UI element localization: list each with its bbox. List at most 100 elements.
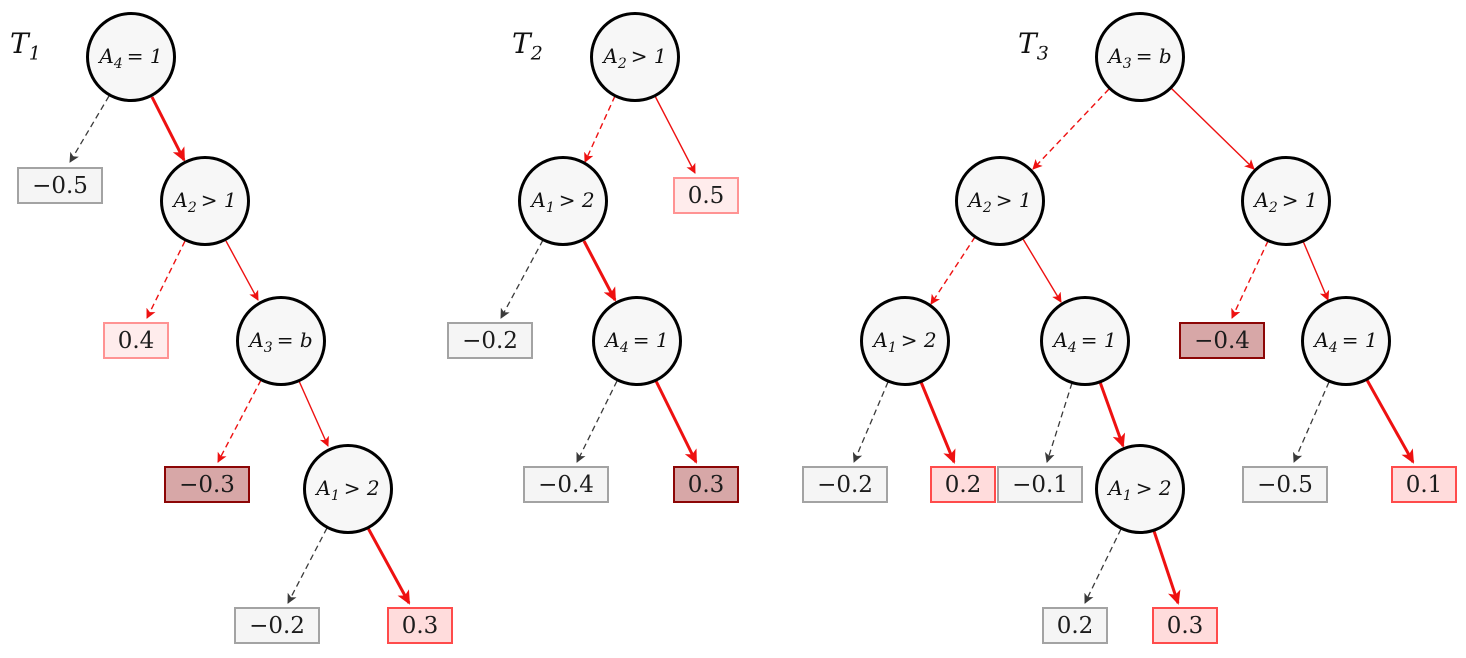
tree-label-text: T xyxy=(512,27,531,60)
edge-no-dashed-red xyxy=(217,379,262,463)
decision-node-A2: A2> 1 xyxy=(160,156,250,246)
node-subscript: 4 xyxy=(1067,339,1077,356)
decision-node-A3: A3= b xyxy=(1095,12,1185,102)
node-label: A1> 2 xyxy=(531,188,594,215)
node-condition: = 1 xyxy=(632,327,669,352)
tree-label: T3 xyxy=(1018,30,1049,64)
node-label: A4= 1 xyxy=(1053,328,1116,355)
node-variable: A xyxy=(603,43,618,68)
edge-no-dashed-red xyxy=(146,240,186,319)
node-subscript: 1 xyxy=(545,199,555,216)
node-condition: = 1 xyxy=(1341,327,1378,352)
tree-label-subscript: 2 xyxy=(530,42,543,65)
edge-yes-active xyxy=(366,527,411,605)
leaf-node: −0.2 xyxy=(234,607,320,644)
decision-node-A2-left: A2> 1 xyxy=(955,156,1045,246)
node-condition: = b xyxy=(1135,43,1172,68)
node-label: A1> 2 xyxy=(1108,476,1171,503)
leaf-value: 0.3 xyxy=(401,612,439,639)
node-condition: = 1 xyxy=(126,43,163,68)
edge-yes-red xyxy=(225,240,259,301)
edge-no-dashed xyxy=(69,95,110,163)
leaf-value: −0.1 xyxy=(1012,471,1068,498)
decision-node-A1: A1> 2 xyxy=(303,444,393,534)
edge-no-dashed xyxy=(1084,528,1122,604)
node-variable: A xyxy=(968,187,983,212)
node-label: A1> 2 xyxy=(873,328,936,355)
node-label: A4= 1 xyxy=(605,328,668,355)
node-condition: = 1 xyxy=(1080,327,1117,352)
node-label: A4= 1 xyxy=(99,44,162,71)
leaf-node: −0.2 xyxy=(802,466,888,503)
leaf-node: −0.1 xyxy=(997,466,1083,503)
node-subscript: 2 xyxy=(1268,199,1278,216)
node-variable: A xyxy=(1053,327,1068,352)
node-subscript: 4 xyxy=(1328,339,1338,356)
leaf-value: 0.2 xyxy=(1056,612,1094,639)
node-label: A2> 1 xyxy=(173,188,236,215)
leaf-node: −0.4 xyxy=(1179,322,1265,359)
node-subscript: 1 xyxy=(1122,487,1132,504)
edge-no-dashed xyxy=(1044,382,1073,463)
leaf-value: −0.2 xyxy=(249,612,305,639)
node-condition: > 2 xyxy=(343,475,380,500)
edge-no-dashed xyxy=(576,380,618,463)
decision-node-A4-right: A4= 1 xyxy=(1301,296,1391,386)
node-condition: > 2 xyxy=(558,187,595,212)
edge-no-dashed xyxy=(287,527,328,604)
edge-yes-active xyxy=(150,96,186,162)
decision-node-A4: A4= 1 xyxy=(592,296,682,386)
node-variable: A xyxy=(1254,187,1269,212)
edge-yes-red xyxy=(1302,240,1330,301)
edge-no-dashed xyxy=(500,239,544,319)
edge-yes-active xyxy=(1152,530,1181,605)
tree-label-subscript: 3 xyxy=(1036,42,1049,65)
node-condition: > 1 xyxy=(200,187,237,212)
leaf-value: 0.2 xyxy=(944,471,982,498)
decision-node-A3: A3= b xyxy=(236,296,326,386)
node-subscript: 3 xyxy=(1122,55,1132,72)
leaf-node: −0.2 xyxy=(447,322,533,359)
edge-no-dashed-red xyxy=(584,95,616,163)
leaf-node: 0.3 xyxy=(387,607,453,644)
node-subscript: 2 xyxy=(187,199,197,216)
edge-no-dashed-red xyxy=(1032,88,1110,170)
edge-yes-red xyxy=(298,380,329,447)
node-condition: = b xyxy=(276,327,313,352)
leaf-value: −0.5 xyxy=(32,172,88,199)
leaf-value: −0.3 xyxy=(179,471,235,498)
leaf-node: 0.4 xyxy=(103,322,169,359)
leaf-node: −0.5 xyxy=(17,167,103,204)
node-variable: A xyxy=(1314,327,1329,352)
node-label: A3= b xyxy=(1108,44,1171,71)
edge-yes-active xyxy=(582,240,617,302)
node-subscript: 4 xyxy=(113,55,123,72)
node-condition: > 2 xyxy=(900,327,937,352)
edge-yes-active xyxy=(1098,381,1126,448)
edge-no-dashed xyxy=(1293,381,1330,463)
node-condition: > 1 xyxy=(1281,187,1318,212)
leaf-value: −0.2 xyxy=(462,327,518,354)
leaf-node: −0.4 xyxy=(523,466,609,503)
node-variable: A xyxy=(605,327,620,352)
edge-yes-active xyxy=(919,381,956,464)
node-label: A2> 1 xyxy=(1254,188,1317,215)
tree-label-text: T xyxy=(10,27,29,60)
leaf-value: 0.1 xyxy=(1405,471,1443,498)
node-variable: A xyxy=(249,327,264,352)
node-variable: A xyxy=(531,187,546,212)
decision-node-A1: A1> 2 xyxy=(518,156,608,246)
node-variable: A xyxy=(873,327,888,352)
leaf-node: 0.3 xyxy=(1152,607,1218,644)
node-variable: A xyxy=(1108,43,1123,68)
leaf-value: −0.5 xyxy=(1257,471,1313,498)
node-variable: A xyxy=(1108,475,1123,500)
edge-no-dashed xyxy=(852,381,889,463)
leaf-node: 0.2 xyxy=(930,466,996,503)
node-subscript: 1 xyxy=(330,487,340,504)
edge-yes-red xyxy=(1170,87,1255,170)
leaf-node: −0.3 xyxy=(164,466,250,503)
leaf-node: 0.2 xyxy=(1042,607,1108,644)
